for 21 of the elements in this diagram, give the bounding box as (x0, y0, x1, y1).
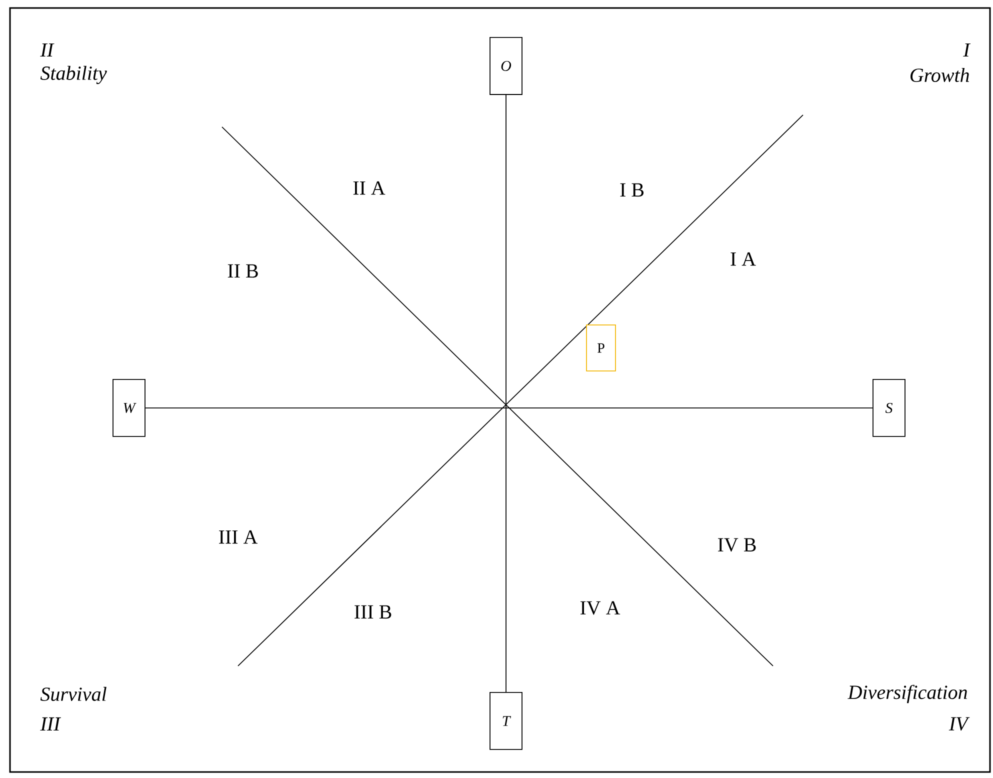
letter-box: W (112, 379, 146, 437)
quadrant-label: Diversification (848, 684, 967, 704)
quadrant-label: I (963, 43, 971, 57)
quadrant-label: II (40, 43, 54, 57)
region-label: I B (620, 183, 644, 197)
letter-box: T (490, 692, 522, 750)
quadrant-label: Growth (910, 68, 969, 82)
region-label: IV A (580, 601, 620, 615)
region-label: III B (354, 605, 392, 619)
region-label: I A (730, 252, 756, 266)
point-box: P (586, 324, 616, 372)
quadrant-label: IV (948, 717, 970, 731)
region-label: II B (228, 264, 258, 278)
region-label: III A (219, 530, 258, 544)
quadrant-label: Stability (40, 66, 107, 84)
region-label: IV B (718, 538, 756, 552)
quadrant-label: III (40, 717, 61, 731)
letter-box: O (490, 37, 522, 95)
region-label: II A (353, 181, 386, 195)
quadrant-label: Survival (40, 686, 106, 702)
letter-box: S (872, 379, 906, 437)
